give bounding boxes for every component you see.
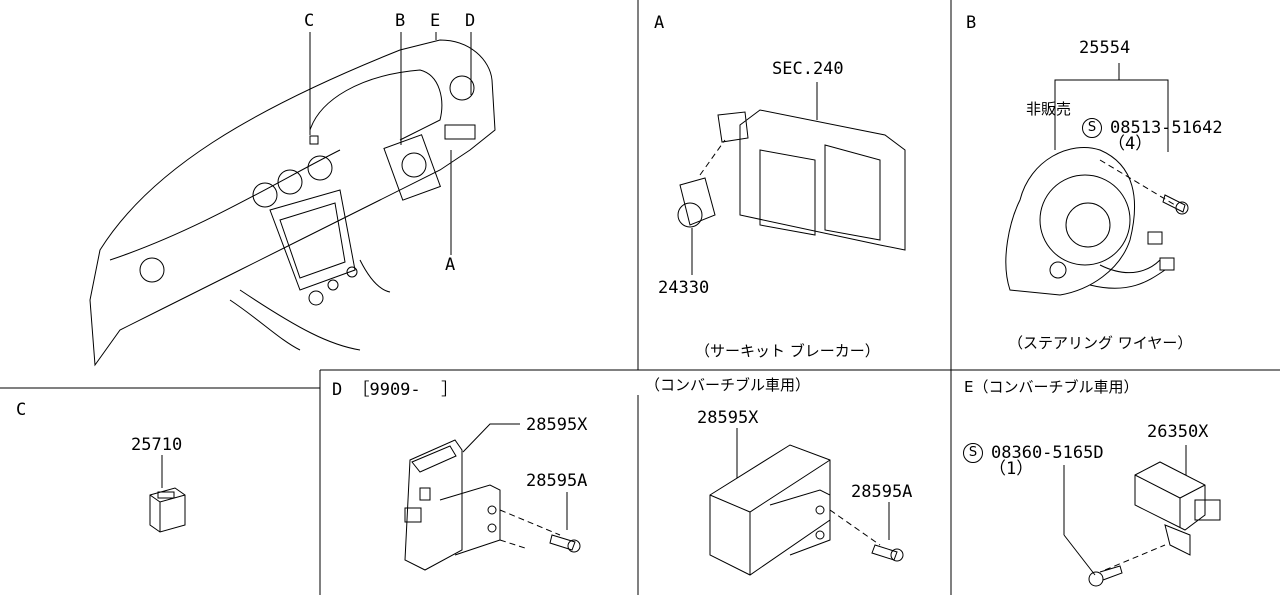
not-sold-label: 非販売 (1026, 100, 1072, 118)
panel-a-label: A (654, 13, 665, 33)
part-number: 25710 (131, 435, 183, 455)
screw-qty: （4） (1108, 134, 1153, 154)
section-ref: SEC.240 (772, 59, 844, 79)
screw-number: 08513-51642 (1110, 118, 1223, 138)
dashboard-illustration (89, 32, 496, 367)
panel-e-label: E（コンバーチブル車用） (964, 378, 1139, 396)
callout-e: E (430, 11, 441, 31)
callout-d: D (465, 11, 476, 31)
assembly-number: 25554 (1079, 38, 1131, 58)
relay-drawing (149, 455, 186, 533)
part-number: 28595X (526, 415, 588, 435)
screw-qty: （1） (989, 459, 1034, 479)
standard-part-symbol: S (1082, 118, 1102, 138)
standard-part-symbol: S (963, 443, 983, 463)
panel-b-label: B (966, 13, 977, 33)
panel-d-label: D ［9909- ］ (332, 380, 459, 400)
steering-wire-drawing (1005, 63, 1189, 296)
part-number: 28595A (526, 471, 588, 491)
callout-b: B (395, 11, 406, 31)
part-number: 24330 (658, 278, 710, 298)
screw-number: 08360-5165D (991, 443, 1104, 463)
panel-c-label: C (16, 400, 27, 420)
sensor-e-drawing (1063, 445, 1221, 587)
control-unit-conv-drawing (709, 428, 904, 576)
part-number: 26350X (1147, 422, 1209, 442)
panel-caption: （サーキット ブレーカー） (695, 342, 880, 360)
panel-caption: （ステアリング ワイヤー） (1008, 334, 1193, 352)
control-unit-d-drawing (404, 423, 581, 571)
callout-a: A (445, 255, 456, 275)
panel-caption: （コンバーチブル車用） (645, 376, 811, 394)
callout-c: C (304, 11, 315, 31)
part-number: 28595A (851, 482, 913, 502)
circuit-breaker-drawing (677, 82, 906, 275)
part-number: 28595X (697, 408, 759, 428)
